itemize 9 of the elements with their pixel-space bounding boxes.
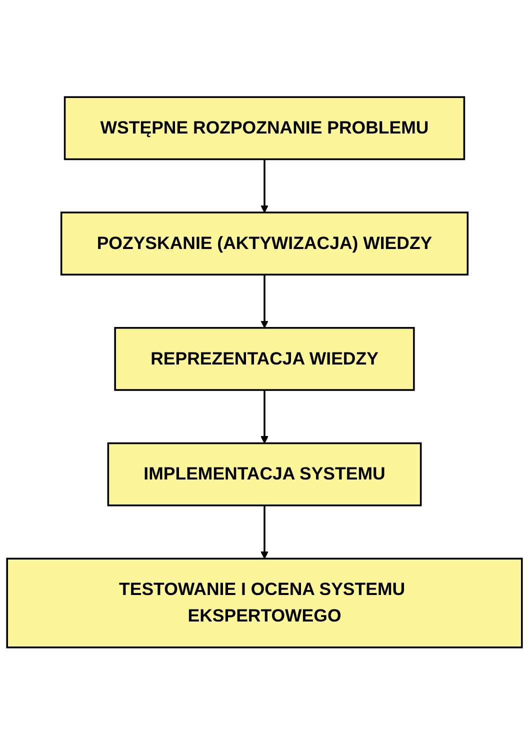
arrow bbox=[260, 390, 268, 444]
node-box: IMPLEMENTACJA SYSTEMU bbox=[107, 442, 422, 506]
node-box: TESTOWANIE I OCENA SYSTEMU EKSPERTOWEGO bbox=[6, 558, 523, 648]
arrow bbox=[260, 158, 268, 213]
node-box: WSTĘPNE ROZPOZNANIE PROBLEMU bbox=[64, 96, 466, 160]
arrow bbox=[260, 505, 268, 559]
node-box: REPREZENTACJA WIEDZY bbox=[114, 326, 415, 391]
node-box: POZYSKANIE (AKTYWIZACJA) WIEDZY bbox=[60, 211, 469, 276]
arrow bbox=[260, 274, 268, 328]
